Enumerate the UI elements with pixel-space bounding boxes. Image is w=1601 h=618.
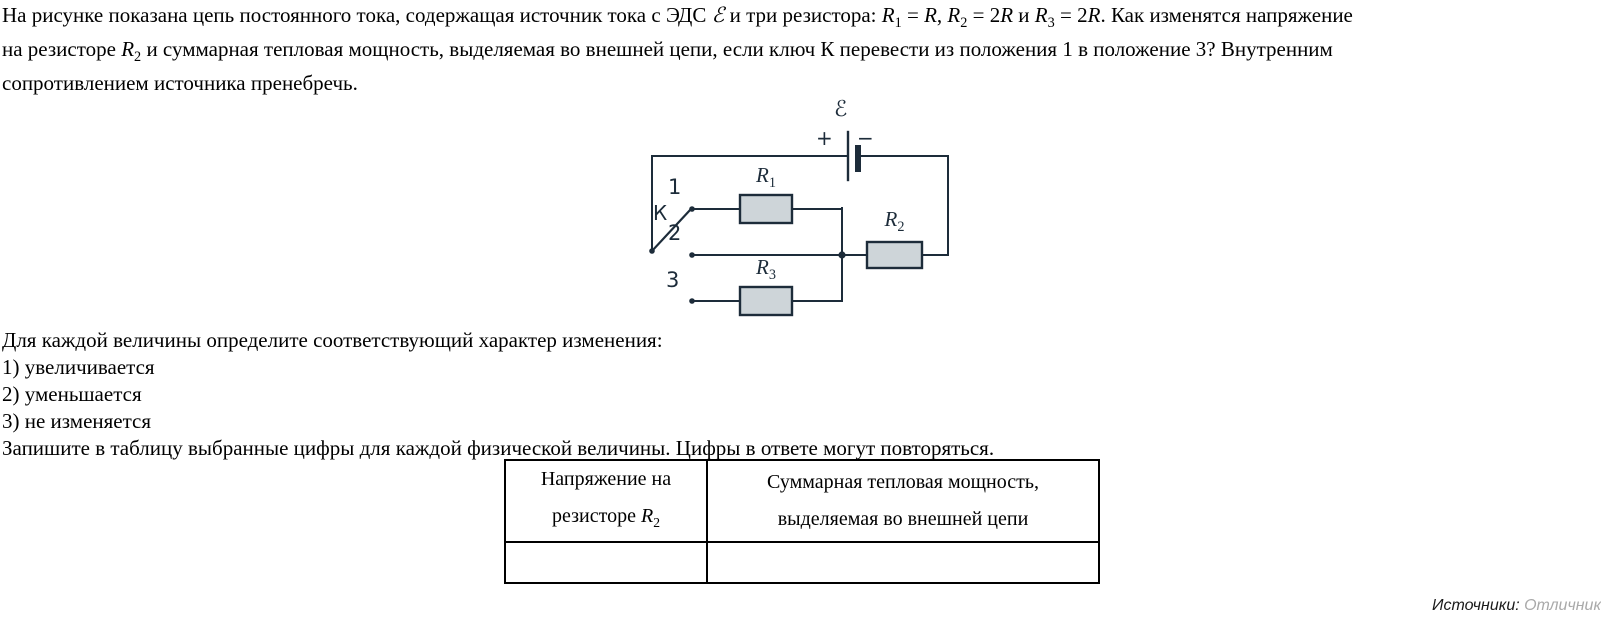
source-label: Источники: bbox=[1432, 597, 1520, 614]
switch-contact-2 bbox=[689, 252, 695, 258]
problem-line-3: сопротивлением источника пренебречь. bbox=[2, 71, 358, 96]
instructions-outro: Запишите в таблицу выбранные цифры для к… bbox=[2, 436, 995, 460]
table-answer-row bbox=[504, 541, 1100, 584]
resistor-r2-box bbox=[865, 240, 924, 270]
switch-contact-1 bbox=[689, 206, 695, 212]
circuit-node-group bbox=[649, 206, 846, 304]
table-header-power-line1: Суммарная тепловая мощность, bbox=[767, 471, 1039, 493]
table-header-voltage-line1: Напряжение на bbox=[540, 468, 672, 490]
table-header-power: Суммарная тепловая мощность, выделяемая … bbox=[706, 459, 1100, 543]
table-header-voltage: Напряжение на резисторе R2 bbox=[504, 459, 708, 543]
switch-pivot-node bbox=[649, 248, 655, 254]
problem-statement: На рисунке показана цепь постоянного ток… bbox=[2, 2, 1353, 96]
answer-cell-power bbox=[706, 541, 1100, 584]
answer-table: Напряжение на резисторе R2 Суммарная теп… bbox=[504, 459, 1100, 584]
problem-line-1: На рисунке показана цепь постоянного ток… bbox=[2, 3, 1353, 32]
resistor-r1-label: R1 bbox=[756, 163, 776, 192]
instructions-block: Для каждой величины определите соответст… bbox=[2, 327, 994, 462]
battery-plus-label: + bbox=[816, 126, 833, 150]
option-item: 1) увеличивается bbox=[2, 355, 155, 379]
table-header-row: Напряжение на резисторе R2 Суммарная теп… bbox=[504, 459, 1100, 543]
option-item: 3) не изменяется bbox=[2, 409, 152, 433]
table-header-voltage-line2: резисторе R2 bbox=[552, 505, 660, 530]
source-link[interactable]: Отличник bbox=[1524, 597, 1601, 614]
resistor-r3-label: R3 bbox=[756, 255, 776, 284]
instructions-intro: Для каждой величины определите соответст… bbox=[2, 328, 663, 352]
problem-line-2: на резисторе R2 и суммарная тепловая мощ… bbox=[2, 37, 1333, 66]
circuit-svg bbox=[649, 130, 949, 317]
circuit-diagram: ℰ + − 1 К 2 3 R1 R2 R3 bbox=[628, 95, 973, 323]
battery-minus-label: − bbox=[857, 126, 874, 150]
resistor-r2-label: R2 bbox=[884, 207, 905, 236]
option-item: 2) уменьшается bbox=[2, 382, 142, 406]
junction-node bbox=[838, 251, 846, 259]
table-header-power-line2: выделяемая во внешней цепи bbox=[777, 508, 1029, 530]
switch-blade bbox=[650, 208, 692, 253]
resistor-r3-box bbox=[738, 285, 794, 317]
answer-cell-voltage bbox=[504, 541, 708, 584]
emf-label: ℰ bbox=[834, 97, 848, 122]
switch-position-2-label: 2 bbox=[668, 221, 682, 245]
resistor-r1-box bbox=[738, 193, 794, 225]
switch-position-3-label: 3 bbox=[666, 268, 680, 292]
switch-position-1-label: 1 bbox=[668, 175, 682, 199]
source-line: Источники: Отличник bbox=[1432, 597, 1601, 615]
switch-label: К bbox=[653, 201, 668, 225]
switch-contact-3 bbox=[689, 298, 695, 304]
resistor-group bbox=[738, 193, 924, 317]
